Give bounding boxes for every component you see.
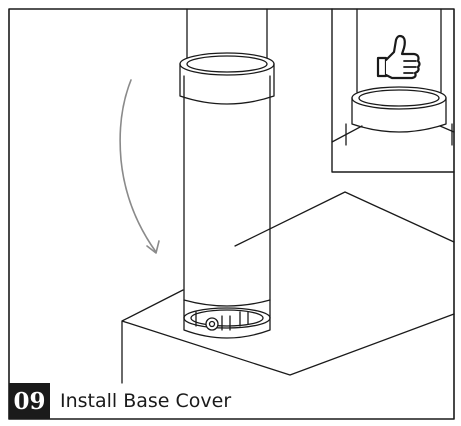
step-title: Install Base Cover [60,390,232,412]
inset-illustration [331,8,455,146]
upper-pole [186,8,268,59]
pipe-socket-hardware [195,311,249,331]
base-box-front [121,289,455,384]
base-box-back [234,191,455,247]
curved-down-arrow-icon [119,79,160,254]
panel-frame [8,8,455,420]
pipe-socket-outer [183,307,271,329]
inset-frame [331,8,455,173]
thumbs-up-icon [376,34,421,80]
pipe-socket-inner [190,309,264,327]
step-number-badge: 09 [9,383,50,419]
base-cover-body [183,75,271,319]
collar-band [179,63,275,105]
